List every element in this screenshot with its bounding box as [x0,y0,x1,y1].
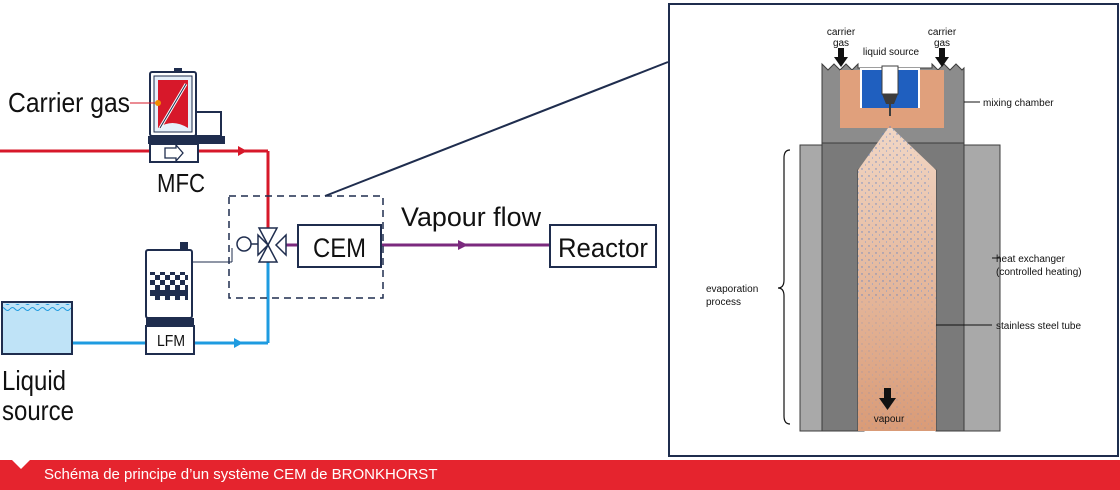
three-way-valve-icon [257,227,287,263]
valve-actuator-icon [236,236,252,252]
cem-box [297,224,382,268]
mfc-instrument [148,68,225,163]
carrier-gas-dot [155,100,161,106]
cem-label: CEM [313,233,366,263]
vapour-line [286,240,550,250]
gas-flow-arrow-icon [238,146,247,156]
vapour-arrow-icon [879,388,896,410]
lfm-instrument [145,242,195,355]
carrier-gas-left-label-2: gas [833,38,849,49]
reactor-label: Reactor [558,233,648,263]
carrier-gas-line [0,146,270,228]
caption-text: Schéma de principe d’un système CEM de B… [44,466,438,483]
zoom-connector [324,61,669,197]
carrier-gas-label: Carrier gas [8,87,130,118]
liquid-flow-arrow-icon [234,338,243,348]
liquid-source-detail-label: liquid source [863,47,920,58]
flow-direction-icon [164,143,184,163]
carrier-gas-left-label-1: carrier [827,27,856,38]
carrier-gas-right-arrow-icon [935,48,949,67]
caption-bar [0,460,1120,490]
caption-notch-icon [12,460,30,469]
liquid-line [72,262,270,348]
heat-exchanger-label-2: (controlled heating) [996,267,1082,278]
liquid-source-tank [1,301,73,355]
heat-exchanger-label-1: heat exchanger [996,254,1066,265]
vapour-detail-label: vapour [874,414,905,425]
carrier-gas-left-arrow-icon [834,48,848,67]
evaporation-bracket [777,149,791,425]
evaporation-label-1: evaporation [706,284,758,295]
needle-plunger [881,65,899,95]
evaporation-label-2: process [706,297,741,308]
vapour-flow-arrow-icon [458,240,468,250]
liquid-source-label-line1: Liquid [2,365,66,396]
vapour-flow-label: Vapour flow [401,202,541,232]
reactor-box [549,224,657,268]
carrier-gas-right-label-1: carrier [928,27,957,38]
stainless-tube-label: stainless steel tube [996,321,1081,332]
lfm-label: LFM [157,333,185,350]
mfc-label: MFC [157,168,205,198]
mixing-chamber-label: mixing chamber [983,98,1054,109]
cem-detail-panel: carrier gas carrier gas liquid source mi… [668,3,1119,457]
carrier-gas-right-label-2: gas [934,38,950,49]
cem-enclosure [228,195,384,299]
spray-cone [858,122,936,300]
liquid-source-label-line2: source [2,395,74,426]
